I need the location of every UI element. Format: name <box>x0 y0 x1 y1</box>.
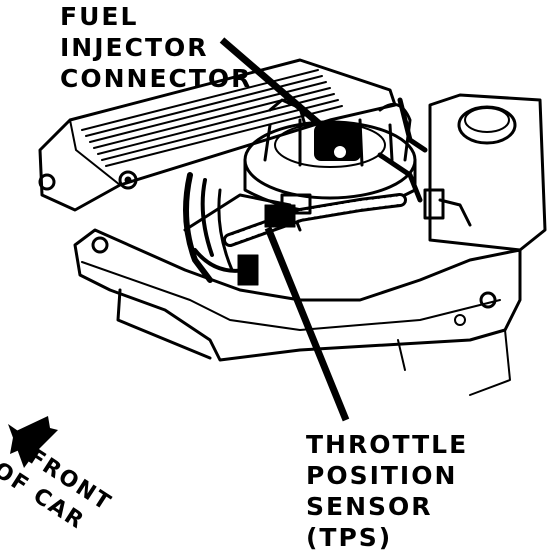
throttle-body <box>243 98 417 214</box>
tps-label-line-2: POSITION <box>306 461 458 490</box>
tps-leader <box>264 226 350 422</box>
wiring-harness <box>183 172 302 286</box>
throttle-position-sensor-label: THROTTLE POSITION SENSOR (TPS) <box>306 432 468 556</box>
coolant-reservoir <box>377 93 547 252</box>
tps-label-line-4: (TPS) <box>306 523 393 552</box>
valve-cover <box>38 58 397 212</box>
tps-label-line-1: THROTTLE <box>306 430 469 459</box>
intake-manifold <box>73 228 522 396</box>
tps-harness-tube <box>223 193 407 247</box>
fuel-injector-connector-label: FUEL INJECTOR CONNECTOR <box>60 4 252 97</box>
fuel-label-line-2: INJECTOR <box>60 33 209 62</box>
fuel-label-line-1: FUEL <box>60 2 139 31</box>
fuel-label-line-3: CONNECTOR <box>60 64 253 93</box>
front-arrow-icon <box>8 416 58 468</box>
tps-label-line-3: SENSOR <box>306 492 433 521</box>
fuel-injector-leader <box>219 37 341 143</box>
